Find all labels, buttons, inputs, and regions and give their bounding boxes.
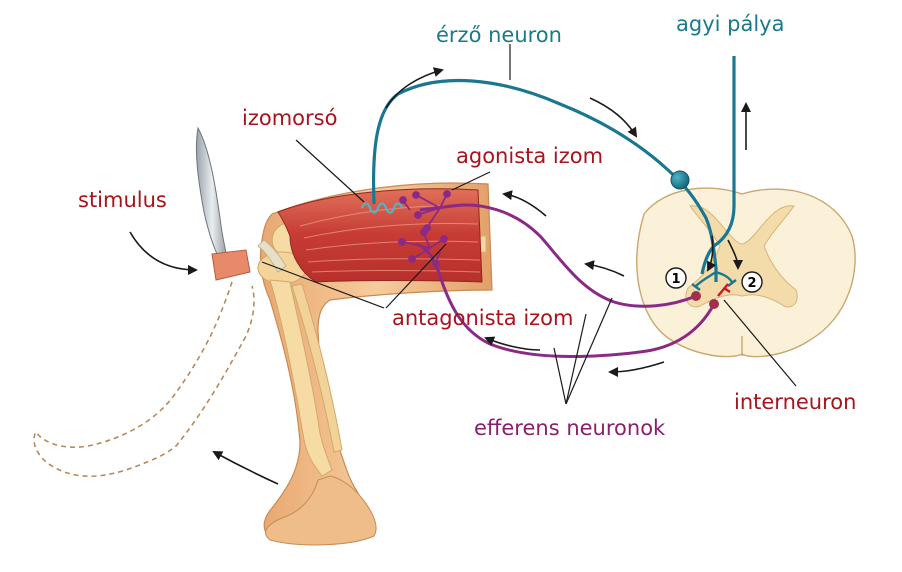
leader-antagonist-2 bbox=[385, 243, 447, 309]
label-efferent-neurons: efferens neuronok bbox=[474, 416, 666, 440]
grey-matter bbox=[685, 205, 798, 308]
flow-arrows bbox=[129, 67, 751, 485]
label-agonist-muscle: agonista izom bbox=[456, 144, 604, 168]
leader-spindle bbox=[295, 139, 365, 203]
leader-interneuron bbox=[723, 299, 797, 387]
marker-1: 1 bbox=[665, 267, 687, 289]
label-brain-pathway: agyi pálya bbox=[676, 12, 785, 36]
interneuron-cell bbox=[717, 283, 731, 297]
arrow-efferent-4 bbox=[608, 361, 665, 377]
efferent-antagonist-nerve bbox=[415, 242, 716, 358]
sensory-synapse-2 bbox=[715, 270, 737, 287]
arrow-leg-motion bbox=[212, 451, 279, 485]
fibula-bone bbox=[291, 283, 343, 453]
arrow-sensory-down bbox=[589, 97, 638, 138]
sensory-ganglion-soma bbox=[670, 170, 690, 190]
motor-soma-2 bbox=[709, 299, 719, 309]
tibia-bone bbox=[269, 279, 333, 477]
muscle-fibers bbox=[299, 205, 481, 273]
leader-antagonist-1 bbox=[261, 261, 385, 309]
label-interneuron: interneuron bbox=[734, 390, 857, 414]
extended-leg-outline bbox=[33, 281, 255, 478]
muscle-spindle bbox=[360, 202, 404, 214]
patellar-tendon bbox=[257, 239, 287, 273]
label-muscle-spindle: izomorsó bbox=[242, 106, 338, 130]
efferent-agonist-nerve bbox=[419, 203, 697, 308]
arrow-efferent-2 bbox=[584, 260, 625, 277]
label-sensory-neuron: érző neuron bbox=[436, 23, 562, 47]
foot bbox=[265, 475, 377, 546]
quadriceps-muscle bbox=[277, 188, 483, 283]
sensory-synapse-1 bbox=[691, 271, 717, 291]
arrow-cord-in-2 bbox=[727, 239, 743, 270]
arrow-cord-in bbox=[707, 235, 717, 272]
arrow-sensory-up bbox=[385, 67, 444, 109]
marker-2-text: 2 bbox=[747, 276, 756, 291]
marker-1-text: 1 bbox=[671, 272, 680, 287]
arrow-stimulus bbox=[129, 231, 198, 275]
leader-lines bbox=[261, 44, 797, 405]
leader-efferent-2 bbox=[565, 313, 587, 405]
label-stimulus: stimulus bbox=[78, 188, 167, 212]
leader-agonist bbox=[451, 171, 491, 191]
spinal-cord bbox=[636, 187, 856, 358]
reflex-hammer bbox=[195, 126, 251, 281]
leader-efferent-1 bbox=[565, 297, 613, 405]
antagonist-motor-endings bbox=[398, 228, 448, 268]
arrow-efferent-1 bbox=[502, 190, 547, 217]
arrow-efferent-3 bbox=[484, 336, 541, 351]
marker-2: 2 bbox=[741, 271, 763, 293]
label-antagonist-muscle: antagonista izom bbox=[392, 306, 574, 330]
leader-efferent-3 bbox=[553, 347, 567, 405]
motor-soma-1 bbox=[691, 291, 701, 301]
